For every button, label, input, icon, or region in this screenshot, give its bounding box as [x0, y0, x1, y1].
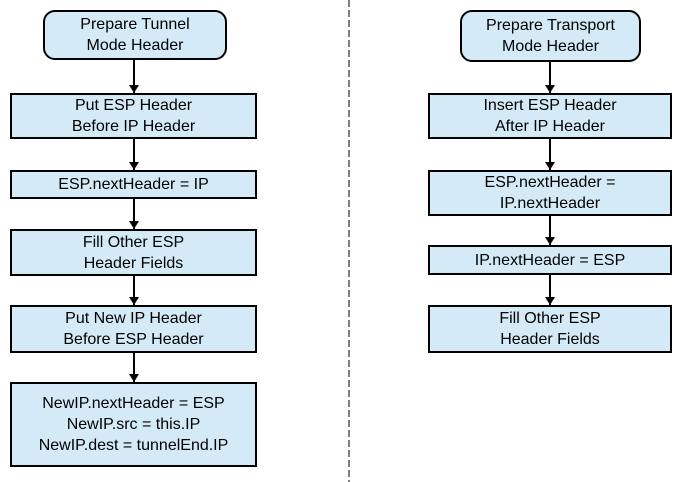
flow-arrow: [549, 275, 551, 305]
flow-arrow: [133, 353, 135, 382]
flow-arrow: [133, 199, 135, 229]
node-newip-field-assignments: NewIP.nextHeader = ESP NewIP.src = this.…: [10, 382, 257, 467]
flow-arrow: [133, 139, 135, 170]
node-fill-other-esp-fields-transport: Fill Other ESP Header Fields: [428, 305, 672, 353]
node-put-new-ip-header-before-esp: Put New IP Header Before ESP Header: [10, 305, 257, 353]
node-ip-nextheader-equals-esp: IP.nextHeader = ESP: [428, 245, 672, 275]
node-esp-nextheader-equals-ip-nextheader: ESP.nextHeader = IP.nextHeader: [428, 170, 672, 216]
node-put-esp-header-before-ip: Put ESP Header Before IP Header: [10, 93, 257, 139]
node-insert-esp-header-after-ip: Insert ESP Header After IP Header: [428, 93, 672, 139]
node-prepare-tunnel-mode-header: Prepare Tunnel Mode Header: [43, 10, 227, 60]
flow-arrow: [549, 139, 551, 170]
dashed-divider: [348, 0, 350, 482]
node-prepare-transport-mode-header: Prepare Transport Mode Header: [460, 10, 641, 62]
node-esp-nextheader-equals-ip: ESP.nextHeader = IP: [10, 170, 257, 199]
flow-arrow: [133, 276, 135, 305]
flow-arrow: [549, 216, 551, 245]
flow-arrow: [549, 62, 551, 93]
node-fill-other-esp-fields-tunnel: Fill Other ESP Header Fields: [10, 229, 257, 276]
flow-arrow: [133, 60, 135, 93]
